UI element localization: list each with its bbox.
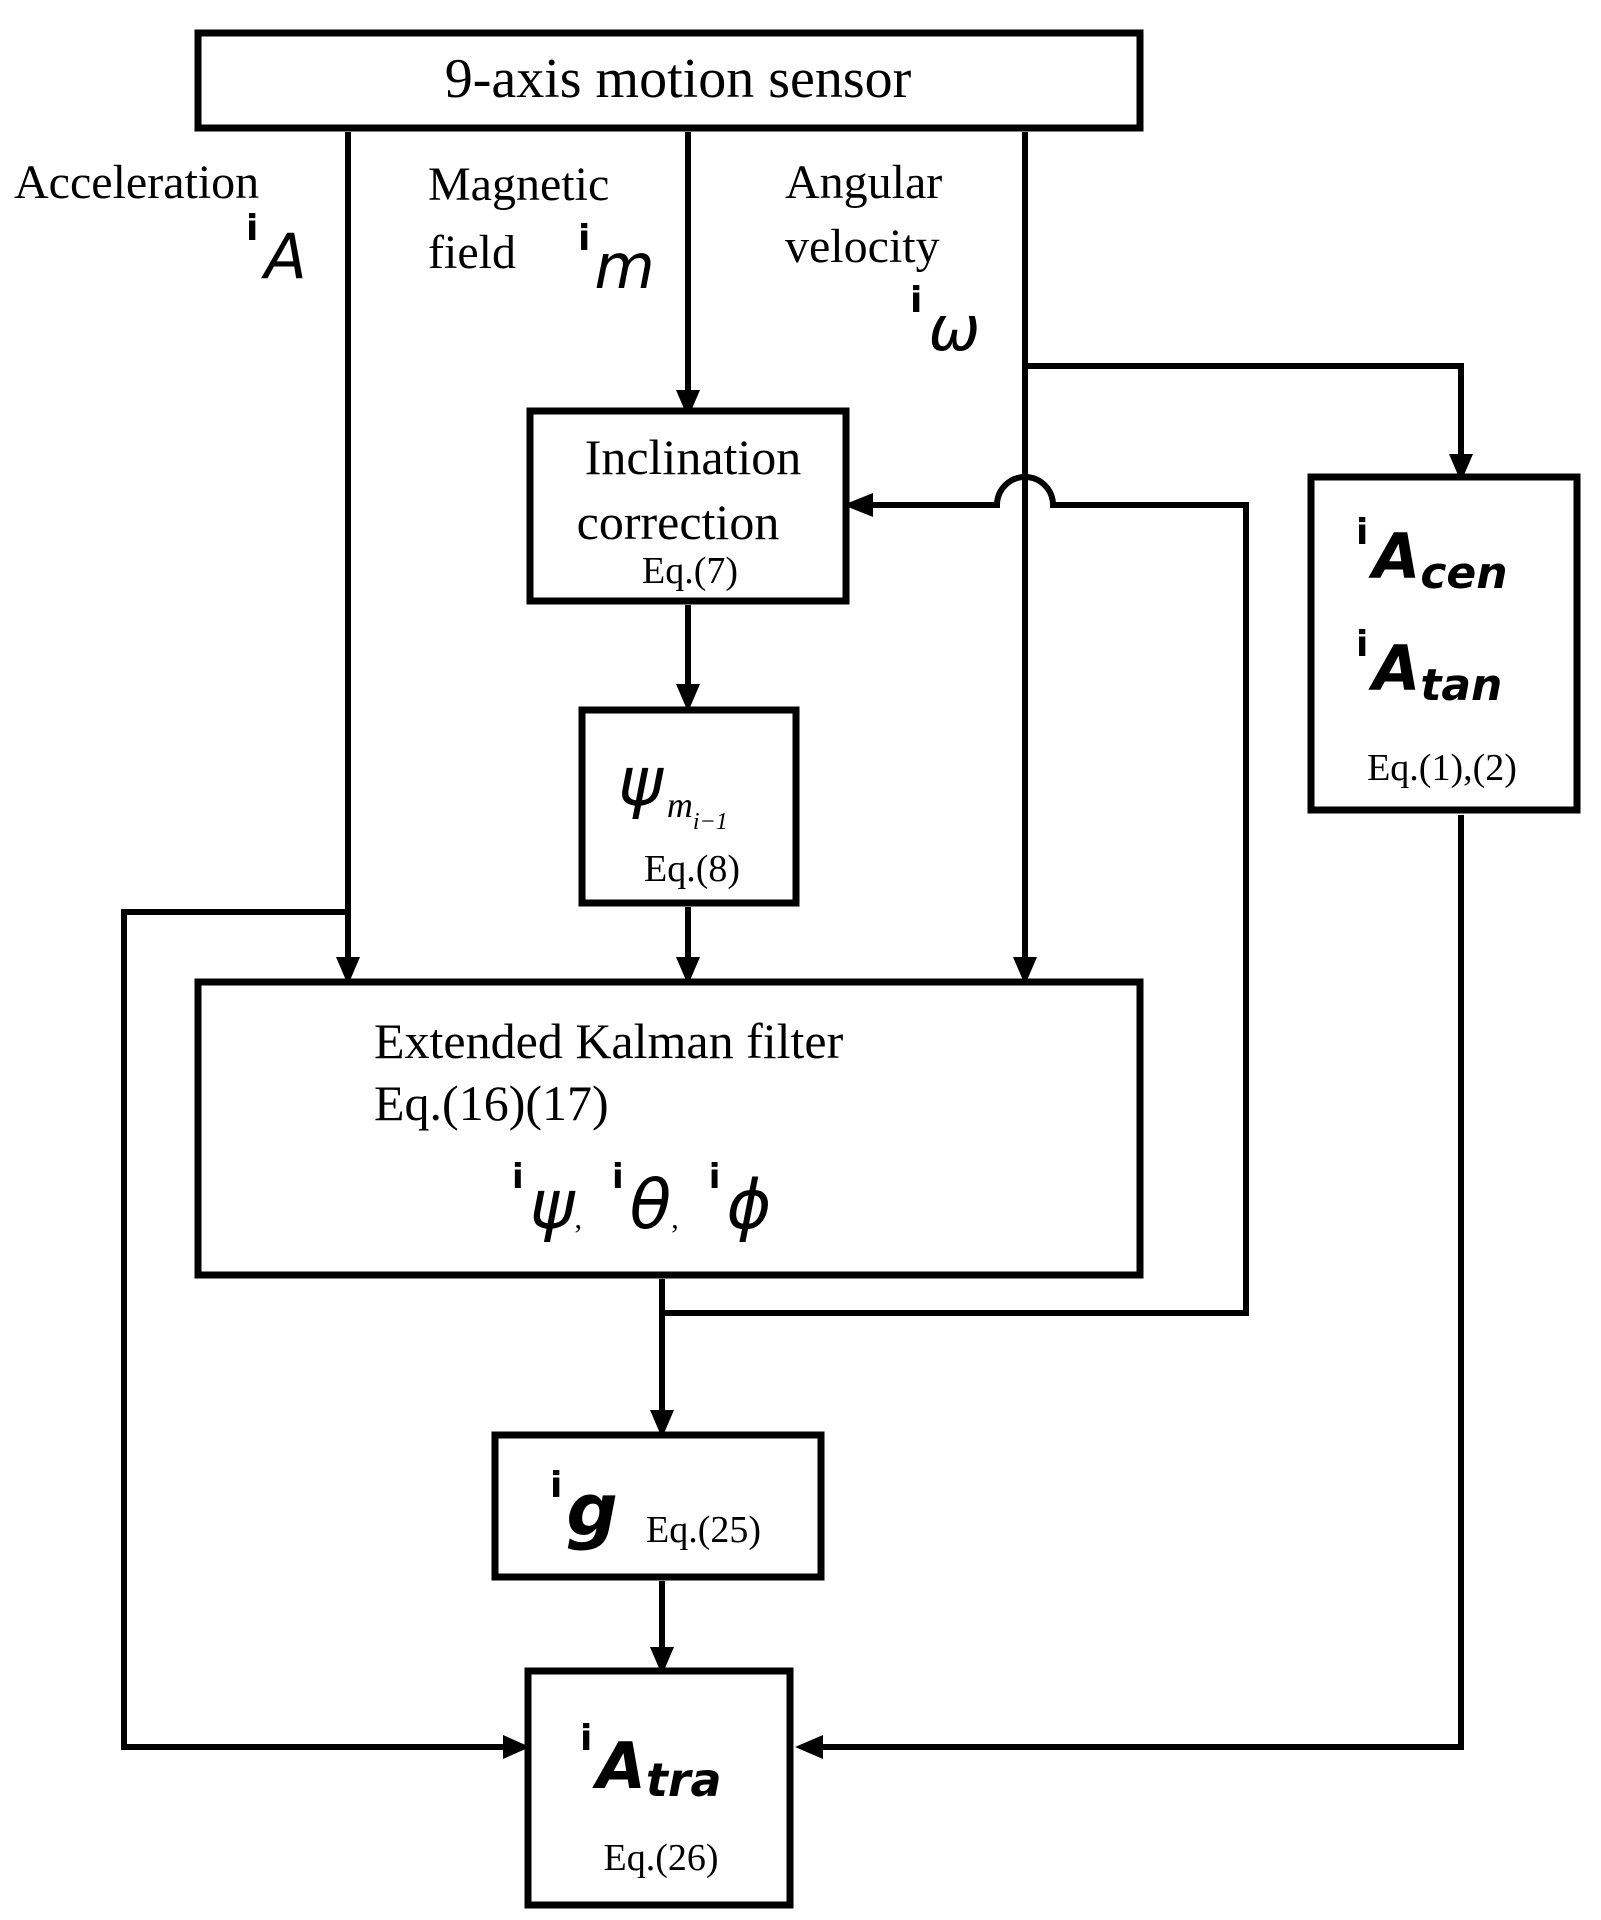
- magnetic-label-line1: Magnetic: [428, 158, 609, 211]
- arrowhead-inclination-feedback: [843, 493, 873, 517]
- connectors: [121, 132, 1464, 1750]
- angular-label-line2: velocity: [785, 220, 940, 273]
- gravity-eq: Eq.(25): [646, 1509, 761, 1551]
- arrowhead-ekf-acceleration: [336, 957, 360, 985]
- magnetic-symbol: im: [578, 218, 655, 303]
- edge-acceleration-to-translational: [121, 909, 506, 1750]
- angular-symbol: iω: [910, 280, 980, 365]
- arrowhead-ekf-angular: [1013, 957, 1037, 985]
- edge-ekf-feedback-to-inclination: [662, 474, 1249, 1316]
- inclination-line2: correction: [577, 494, 780, 550]
- centripetal-block: iAcen iAtan Eq.(1),(2): [1307, 473, 1581, 814]
- arrowhead-gravity: [650, 1410, 674, 1438]
- ekf-title: Extended Kalman filter: [374, 1013, 844, 1069]
- a-tra-symbol: iAtra: [580, 1718, 722, 1807]
- centripetal-eq: Eq.(1),(2): [1367, 747, 1517, 789]
- magnetic-label-line2: field: [428, 226, 516, 279]
- ekf-eq: Eq.(16)(17): [374, 1075, 609, 1131]
- arrowhead-inclination-magnetic: [676, 390, 700, 418]
- arrowheads: [336, 390, 1473, 1759]
- inclination-line1: Inclination: [585, 429, 802, 485]
- translational-eq: Eq.(26): [603, 1837, 718, 1879]
- arrowhead-centripetal: [1449, 454, 1473, 482]
- arrowhead-translational-centripetal: [795, 1735, 823, 1759]
- signal-labels: Acceleration iA Magnetic field im Angula…: [14, 156, 980, 365]
- a-tan-symbol: iAtan: [1356, 624, 1502, 711]
- arrowhead-translational-acceleration: [503, 1735, 530, 1759]
- gravity-block: ig Eq.(25): [491, 1431, 825, 1581]
- arrowhead-ekf-psi: [676, 957, 700, 985]
- gravity-symbol: ig: [550, 1465, 618, 1552]
- inclination-block: Inclination correction Eq.(7): [526, 407, 850, 605]
- edge-centripetal-to-translational: [820, 815, 1464, 1750]
- ekf-block: Extended Kalman filter Eq.(16)(17) iψ,iθ…: [194, 978, 1144, 1279]
- psi-eq: Eq.(8): [644, 848, 740, 890]
- acceleration-symbol: iA: [246, 208, 307, 293]
- ekf-angles: iψ,iθ,iϕ: [512, 1157, 771, 1245]
- arrowhead-psi: [676, 684, 700, 712]
- a-cen-symbol: iAcen: [1356, 512, 1508, 599]
- acceleration-label: Acceleration: [14, 156, 259, 209]
- inclination-eq: Eq.(7): [642, 550, 738, 592]
- arrowhead-translational-gravity: [650, 1647, 674, 1675]
- translational-block: iAtra Eq.(26): [524, 1667, 794, 1909]
- edge-angular-to-centripetal: [1025, 363, 1464, 457]
- angular-label-line1: Angular: [785, 156, 942, 209]
- sensor-title: 9-axis motion sensor: [445, 48, 912, 110]
- sensor-block: 9-axis motion sensor: [194, 29, 1144, 132]
